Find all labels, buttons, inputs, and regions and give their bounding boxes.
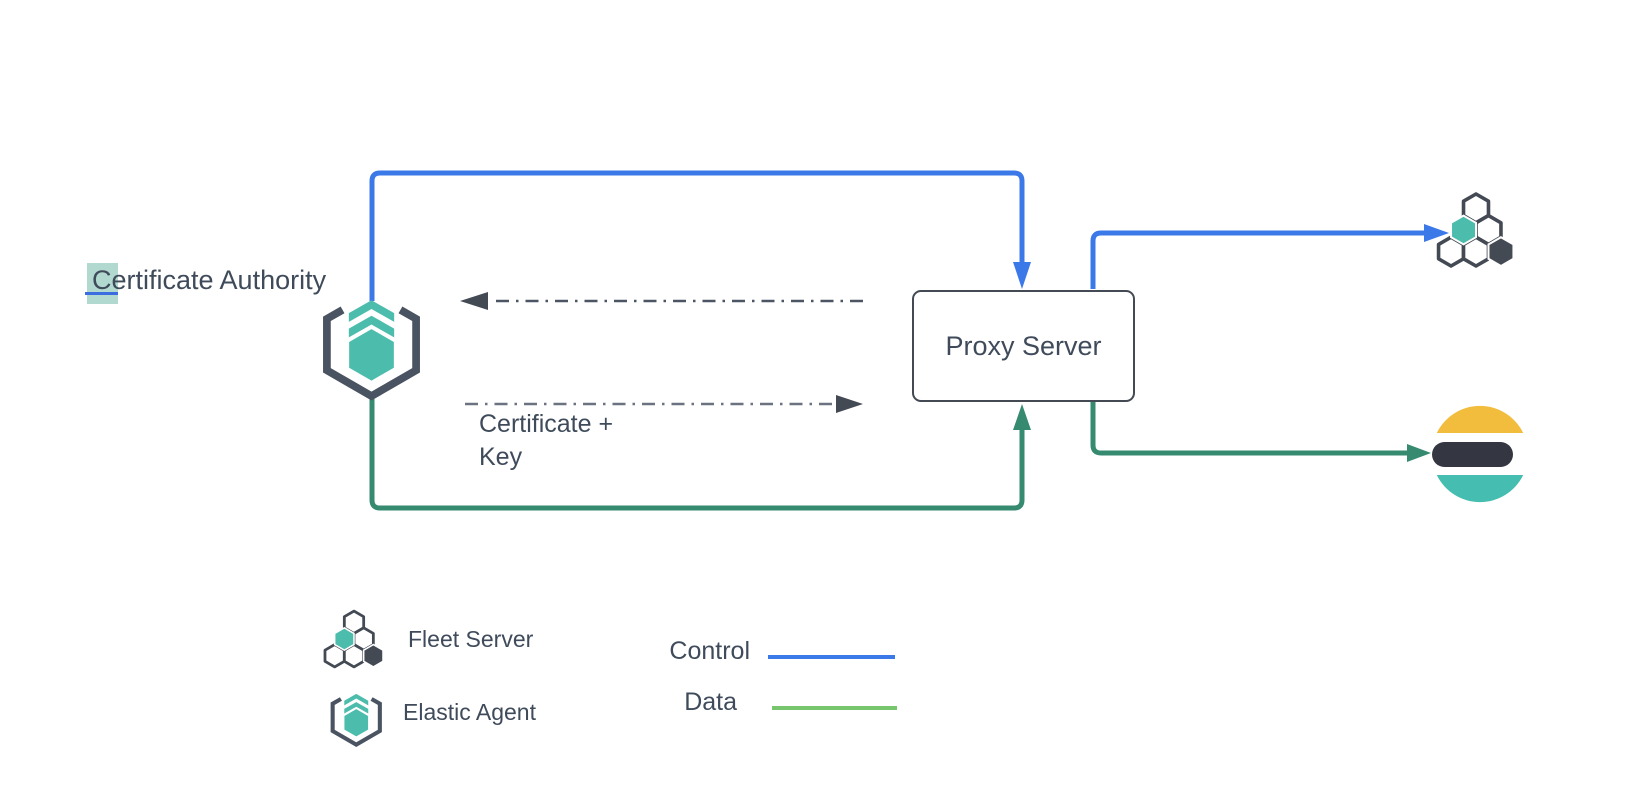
elastic-agent-icon[interactable] bbox=[327, 300, 416, 396]
legend-elastic-agent-icon[interactable] bbox=[333, 694, 380, 745]
arrowhead-dashed-right bbox=[836, 395, 863, 413]
elasticsearch-logo[interactable] bbox=[1432, 405, 1524, 503]
edge-data-proxy-to-elasticsearch[interactable] bbox=[1090, 402, 1431, 462]
selection-highlight bbox=[87, 263, 118, 304]
arrowhead-green-right bbox=[1407, 444, 1431, 462]
edge-control-agent-to-proxy[interactable] bbox=[369, 170, 1031, 301]
edge-dashed-proxy-to-agent[interactable] bbox=[460, 292, 863, 310]
fleet-server-icon[interactable] bbox=[1436, 192, 1516, 268]
proxy-server-label: Proxy Server bbox=[945, 330, 1102, 361]
edge-data-agent-to-proxy[interactable] bbox=[369, 399, 1031, 511]
edge-control-proxy-to-fleet[interactable] bbox=[1090, 224, 1449, 289]
legend-elastic-agent-label: Elastic Agent bbox=[403, 699, 536, 725]
legend-fleet-server-icon[interactable] bbox=[323, 609, 385, 669]
legend-fleet-server-label: Fleet Server bbox=[408, 626, 534, 652]
arrowhead-blue-down bbox=[1013, 262, 1031, 289]
arrowhead-dashed-left bbox=[460, 292, 488, 310]
legend-control-label: Control bbox=[669, 637, 750, 665]
legend-data-label: Data bbox=[684, 688, 737, 716]
certificate-authority-text: Certificate Authority bbox=[92, 265, 327, 295]
arrowhead-green-up bbox=[1013, 404, 1031, 430]
certificate-authority-label[interactable]: Certificate Authority bbox=[84, 260, 327, 304]
proxy-server-node[interactable]: Proxy Server bbox=[912, 290, 1135, 402]
text-caret-underline bbox=[85, 292, 118, 295]
certificate-key-label[interactable]: Certificate + Key bbox=[479, 410, 614, 471]
arrowhead-blue-right bbox=[1424, 224, 1449, 242]
